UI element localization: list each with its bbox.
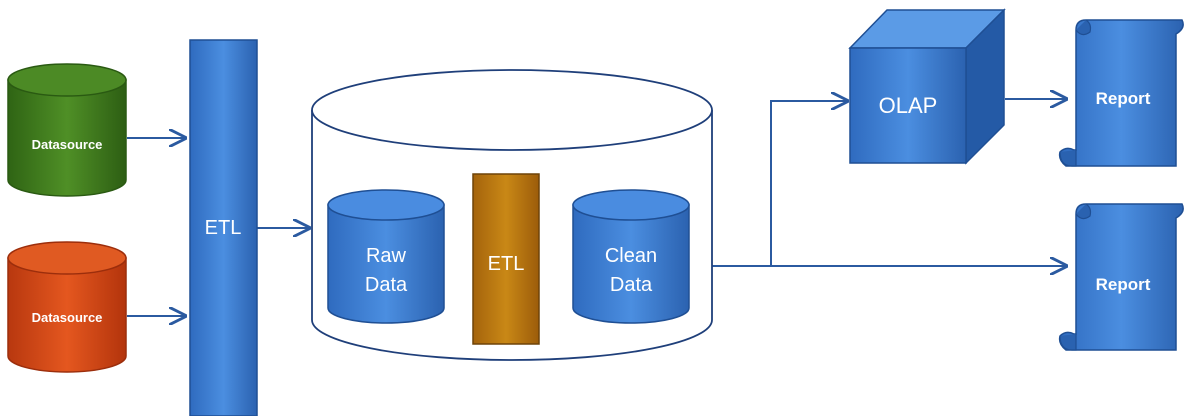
- report-scroll-1: Report: [1058, 19, 1184, 167]
- etl-inner-bar: ETL: [472, 173, 540, 345]
- raw-data-label-line1: Raw: [366, 245, 407, 267]
- olap-label: OLAP: [879, 93, 938, 118]
- clean-data-cylinder: Clean Data: [572, 189, 690, 324]
- clean-data-label-line2: Data: [610, 274, 653, 296]
- datasource-cylinder-red: Datasource: [7, 241, 127, 373]
- datasource-cylinder-green: Datasource: [7, 63, 127, 197]
- etl-main-label: ETL: [205, 217, 242, 239]
- report-scroll-2: Report: [1058, 203, 1184, 351]
- report-1-label: Report: [1096, 89, 1151, 108]
- datasource-1-label: Datasource: [32, 137, 103, 152]
- etl-inner-label: ETL: [488, 253, 525, 275]
- datasource-2-label: Datasource: [32, 310, 103, 325]
- raw-data-cylinder: Raw Data: [327, 189, 445, 324]
- olap-cube: OLAP: [848, 8, 1006, 165]
- clean-data-label-line1: Clean: [605, 245, 657, 267]
- report-2-label: Report: [1096, 275, 1151, 294]
- raw-data-label-line2: Data: [365, 274, 408, 296]
- etl-main-bar: ETL: [189, 39, 258, 416]
- arrow-clean-to-olap: [690, 101, 847, 267]
